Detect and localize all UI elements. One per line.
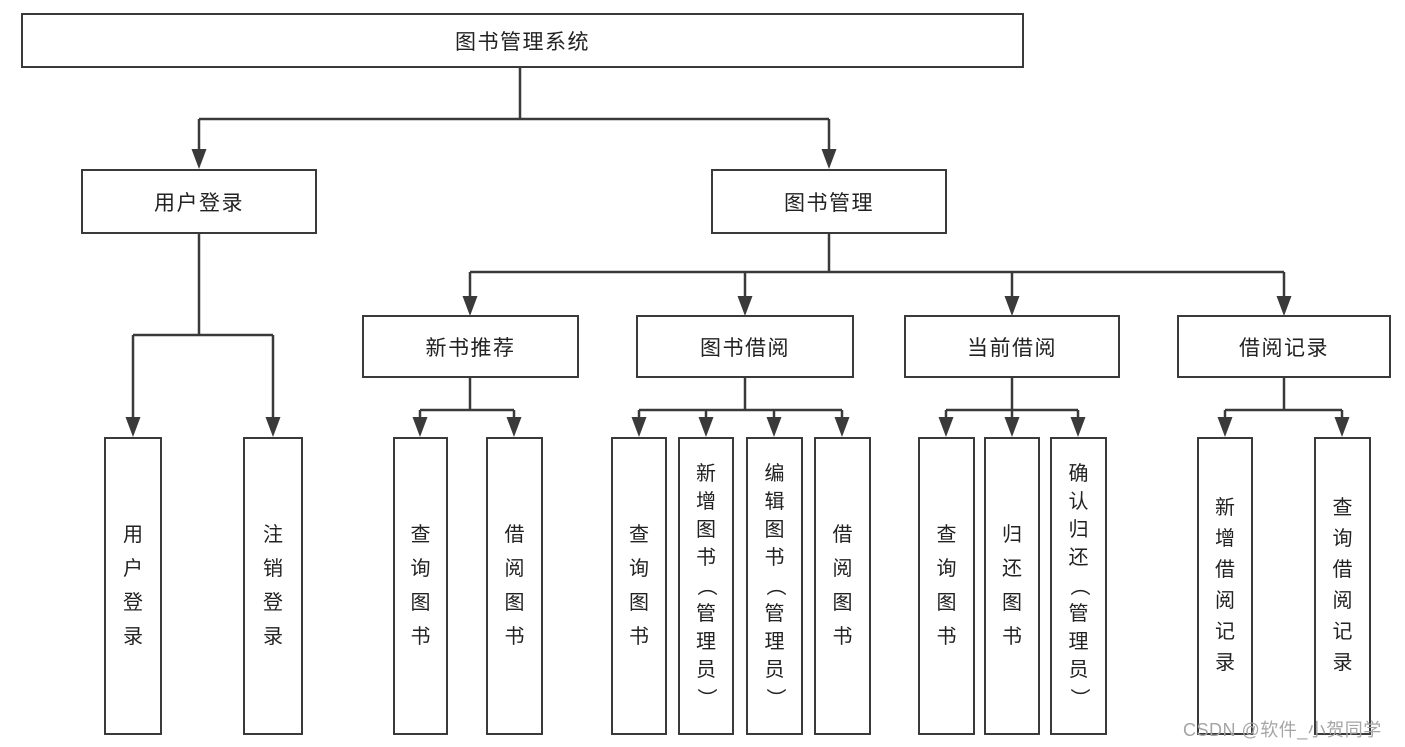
- edge-current-borrow-children: [944, 378, 1080, 421]
- leaf-borrow-books-1-label: 借阅图书: [504, 524, 525, 648]
- leaf-query-books-1-label: 查询图书: [410, 524, 431, 648]
- leaf-add-borrow-record: 新增借阅记录: [1197, 437, 1253, 735]
- leaf-borrow-books-2: 借阅图书: [814, 437, 871, 735]
- node-current-borrow-label: 当前借阅: [967, 336, 1057, 360]
- node-current-borrow: 当前借阅: [904, 315, 1120, 378]
- leaf-logout-label: 注销登录: [263, 524, 283, 648]
- leaf-query-books-1: 查询图书: [393, 437, 448, 735]
- node-new-book-recommend: 新书推荐: [362, 315, 579, 378]
- arrowheads: [125, 149, 1350, 437]
- node-user-login: 用户登录: [81, 169, 317, 234]
- leaf-user-login-label: 用户登录: [123, 524, 143, 648]
- leaf-return-book-label: 归还图书: [1002, 524, 1022, 648]
- leaf-logout: 注销登录: [243, 437, 303, 735]
- edge-user-login-children: [131, 234, 275, 421]
- leaf-add-borrow-record-label: 新增借阅记录: [1215, 497, 1235, 674]
- leaf-confirm-return-admin: 确认归还（管理员）: [1050, 437, 1107, 735]
- leaf-user-login: 用户登录: [104, 437, 162, 735]
- leaf-edit-book-admin: 编辑图书（管理员）: [746, 437, 803, 735]
- leaf-query-books-3: 查询图书: [918, 437, 975, 735]
- leaf-query-borrow-record: 查询借阅记录: [1314, 437, 1371, 735]
- node-borrow-records-label: 借阅记录: [1239, 336, 1329, 360]
- node-user-login-label: 用户登录: [154, 191, 244, 215]
- leaf-query-borrow-record-label: 查询借阅记录: [1332, 497, 1353, 674]
- node-borrow-records: 借阅记录: [1177, 315, 1391, 378]
- leaf-return-book: 归还图书: [984, 437, 1040, 735]
- leaf-confirm-return-admin-label: 确认归还（管理员）: [1067, 463, 1090, 708]
- edge-book-mgmt-children: [468, 234, 1286, 300]
- leaf-edit-book-admin-label: 编辑图书（管理员）: [763, 463, 786, 708]
- node-book-management: 图书管理: [711, 169, 947, 234]
- leaf-add-book-admin: 新增图书（管理员）: [678, 437, 734, 735]
- node-book-borrow: 图书借阅: [636, 315, 854, 378]
- node-root: 图书管理系统: [21, 13, 1024, 68]
- leaf-borrow-books-1: 借阅图书: [486, 437, 543, 735]
- node-root-label: 图书管理系统: [455, 30, 590, 54]
- csdn-watermark: CSDN @软件_小贺同学: [1183, 720, 1382, 740]
- edge-new-book-children: [418, 378, 516, 421]
- node-new-book-recommend-label: 新书推荐: [425, 336, 516, 360]
- leaf-borrow-books-2-label: 借阅图书: [832, 524, 853, 648]
- leaf-add-book-admin-label: 新增图书（管理员）: [695, 463, 717, 708]
- edge-book-borrow-children: [637, 378, 844, 421]
- node-book-management-label: 图书管理: [784, 191, 874, 215]
- edge-root-to-level2: [197, 68, 831, 151]
- leaf-query-books-2-label: 查询图书: [629, 524, 649, 648]
- leaf-query-books-3-label: 查询图书: [936, 524, 957, 648]
- leaf-query-books-2: 查询图书: [611, 437, 667, 735]
- node-book-borrow-label: 图书借阅: [700, 336, 790, 360]
- edge-borrow-records-children: [1223, 378, 1344, 421]
